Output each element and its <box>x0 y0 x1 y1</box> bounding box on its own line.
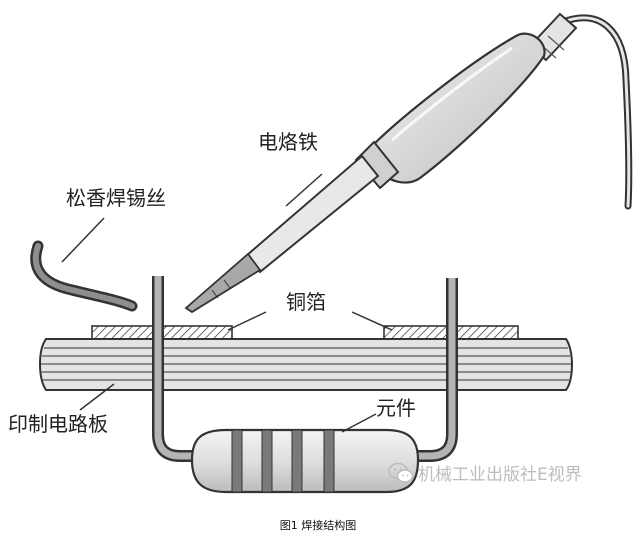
leader-component <box>341 413 377 433</box>
watermark-text: 机械工业出版社E视界 <box>418 465 582 485</box>
iron-handle <box>370 32 546 184</box>
watermark: 机械工业出版社E视界 <box>388 460 582 485</box>
iron-shaft <box>244 154 380 274</box>
leader-rosin-solder-wire <box>61 217 105 263</box>
pcb-board <box>39 338 573 391</box>
resistor-band-2 <box>261 429 273 493</box>
wechat-icon <box>388 462 414 483</box>
leader-copper-foil-left <box>227 311 267 331</box>
label-component: 元件 <box>376 396 416 420</box>
label-copper-foil: 铜箔 <box>286 290 326 314</box>
soldering-iron <box>184 12 633 314</box>
leader-copper-foil-right <box>351 311 393 331</box>
resistor-band-4 <box>323 429 335 493</box>
leader-pcb <box>79 383 115 411</box>
label-pcb: 印制电路板 <box>8 412 108 436</box>
iron-tip <box>184 252 262 314</box>
label-rosin-solder-wire: 松香焊锡丝 <box>66 186 166 210</box>
resistor-component <box>190 428 420 494</box>
resistor-band-3 <box>291 429 303 493</box>
figure-caption: 图1 焊接结构图 <box>279 519 357 532</box>
rosin-solder-wire <box>30 240 138 312</box>
leader-soldering-iron <box>285 173 323 207</box>
resistor-band-1 <box>231 429 243 493</box>
label-soldering-iron: 电烙铁 <box>258 130 318 154</box>
